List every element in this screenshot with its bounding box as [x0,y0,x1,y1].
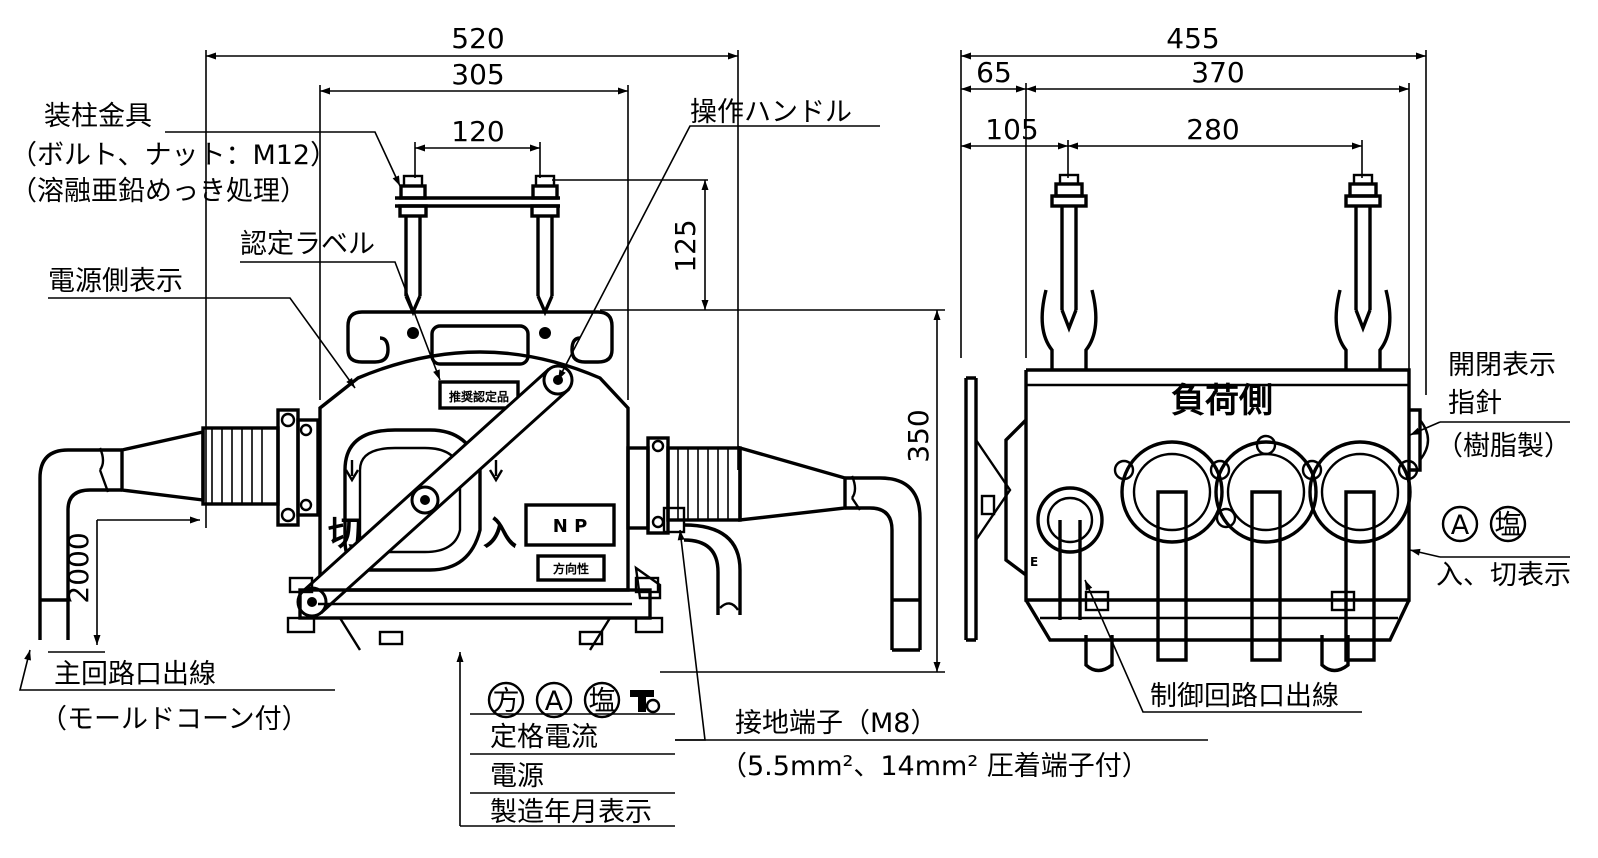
front-view: 推奨認定品 入 切 N P 方向性 [38,174,922,652]
label-main-circuit-lead: 主回路口出線 [54,659,216,690]
nameplate-symbol-a: A [545,686,564,717]
right-main-cable [845,476,922,650]
label-operating-handle: 操作ハンドル [690,97,852,128]
nameplate-symbol-salt: 塩 [589,686,616,717]
dim-side-offset-left: 65 [976,56,1012,89]
load-side-bushings [1113,434,1419,662]
direction-marking: 方向性 [553,561,589,576]
label-source-side: 電源側表示 [48,266,183,297]
dim-side-body-width: 370 [1191,56,1244,89]
label-resin-made: （樹脂製） [1436,431,1571,462]
nameplate-rated-current: 定格電流 [490,722,598,753]
dim-bolt-spacing: 120 [451,115,504,148]
top-bracket-plate [346,310,614,364]
dim-overall-width: 520 [451,22,504,55]
label-mounting-bracket-finish: （溶融亜鉛めっき処理） [10,176,307,207]
base-frame [298,588,652,620]
ground-mark: E [1030,555,1038,569]
label-open-close-indicator: 開閉表示 [1448,350,1556,381]
dim-overall-height: 350 [902,409,935,462]
bolt-nut-left [399,184,427,200]
dim-side-overall-width: 455 [1166,22,1219,55]
left-main-cable [38,448,122,640]
leader-lines [18,125,1570,826]
bolt-nut-right [531,184,559,200]
label-control-circuit-lead: 制御回路口出線 [1150,681,1339,712]
dimension-lines [48,50,1427,673]
dim-body-width: 305 [451,58,504,91]
left-bellows [201,426,280,506]
label-mounting-bracket-detail: （ボルト、ナット：M12） [10,140,337,171]
np-plate [524,503,616,547]
left-mold-cone [120,429,205,502]
right-mold-cone [738,445,847,522]
side-symbol-a: A [1451,510,1470,541]
nameplate-symbol-direction: 方 [493,686,520,717]
label-grounding-terminal-detail: （5.5mm²、14mm² 圧着端子付） [720,751,1149,782]
side-symbol-salt: 塩 [1495,510,1522,541]
cert-label-plate [438,380,520,410]
certification-logo [630,690,661,714]
dim-side-bolt-spacing: 280 [1186,113,1239,146]
label-on-off-indicator: 入、切表示 [1436,560,1571,591]
nameplate-power-source: 電源 [490,761,544,792]
side-symbols: A 塩 [1441,505,1527,543]
cert-label-text: 推奨認定品 [449,389,509,404]
label-certification: 認定ラベル [240,229,375,260]
direction-plate [536,554,606,582]
side-view: 負荷側 E [964,173,1430,673]
label-pointer: 指針 [1448,388,1502,419]
on-marking: 入 [483,514,517,554]
nameplate-table: 方 A 塩 定格電流 電源 製造年月表示 [460,681,675,828]
np-marking: N P [553,516,588,537]
dim-bracket-height: 125 [669,219,702,272]
load-side-marking: 負荷側 [1171,381,1273,421]
control-bushing [1036,486,1104,554]
dimension-values: 520 305 120 125 350 2000 455 65 370 105 … [62,22,1245,604]
nameplate-manufacture-date: 製造年月表示 [490,797,652,828]
callout-labels: 装柱金具 （ボルト、ナット：M12） （溶融亜鉛めっき処理） 認定ラベル 電源側… [10,97,1571,782]
switch-body [318,350,630,592]
operating-handle-shape [296,364,574,618]
label-mounting-bracket: 装柱金具 [44,101,152,132]
dim-side-offset-bolt: 105 [985,113,1038,146]
label-grounding-terminal: 接地端子（M8） [735,708,937,739]
label-main-circuit-lead-detail: （モールドコーン付） [40,704,309,735]
